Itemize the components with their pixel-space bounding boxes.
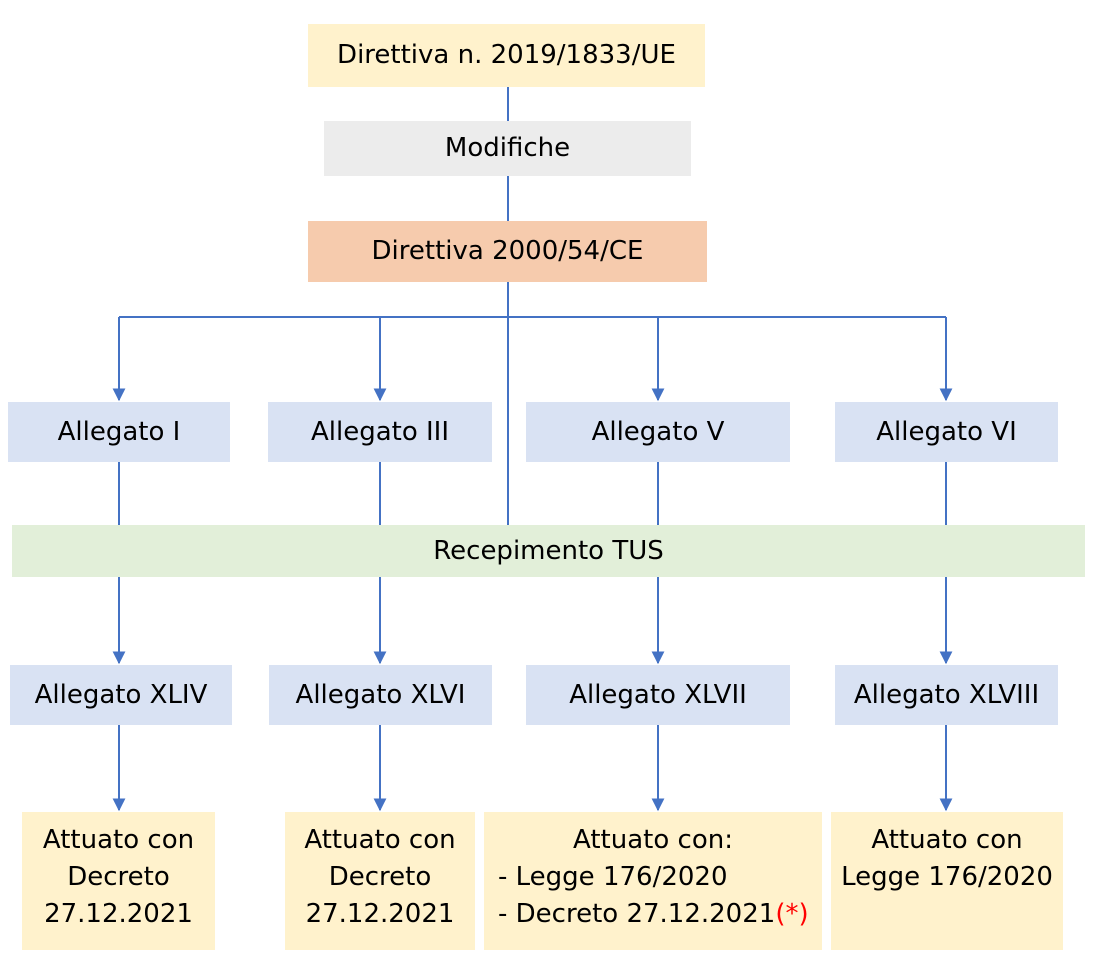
outcome-line: Attuato con [42, 825, 195, 855]
band-recepimento-tus: Recepimento TUS [12, 525, 1085, 577]
outcome-item-text: - Decreto 27.12.2021 [498, 899, 776, 929]
node-allegato-xlviii: Allegato XLVIII [835, 665, 1058, 725]
node-label: Allegato XLIV [34, 679, 208, 710]
node-allegato-xliv: Allegato XLIV [10, 665, 232, 725]
node-allegato-v: Allegato V [526, 402, 790, 462]
outcome-line: Attuato con [871, 825, 1023, 855]
node-allegato-iii: Allegato III [268, 402, 492, 462]
outcome-heading: Attuato con: [573, 825, 733, 855]
outcome-item: - Decreto 27.12.2021(*) [484, 896, 809, 933]
node-allegato-xlvi: Allegato XLVI [269, 665, 492, 725]
node-label: Allegato VI [876, 416, 1017, 447]
node-label: Modifiche [444, 133, 571, 164]
outcome-line: Attuato con [304, 825, 456, 855]
node-attuato-decreto-2: Attuato con Decreto 27.12.2021 [285, 812, 475, 950]
node-label: Allegato I [57, 416, 181, 447]
node-attuato-decreto-1: Attuato con Decreto 27.12.2021 [22, 812, 215, 950]
node-allegato-vi: Allegato VI [835, 402, 1058, 462]
node-label: Allegato XLVII [569, 679, 747, 710]
node-label: Allegato III [310, 416, 450, 447]
node-label: Allegato XLVIII [853, 679, 1040, 710]
node-direttiva-2019-1833-ue: Direttiva n. 2019/1833/UE [308, 24, 705, 87]
node-direttiva-2000-54-ce: Direttiva 2000/54/CE [308, 221, 707, 282]
node-allegato-i: Allegato I [8, 402, 230, 462]
outcome-line: Decreto [328, 862, 432, 892]
footnote-asterisk: (*) [775, 899, 809, 929]
node-label: Direttiva n. 2019/1833/UE [337, 40, 676, 71]
outcome-item: - Legge 176/2020 [498, 862, 728, 892]
outcome-line: 27.12.2021 [305, 899, 455, 929]
node-modifiche: Modifiche [324, 121, 691, 176]
outcome-line: Decreto [67, 862, 170, 892]
node-attuato-legge: Attuato con Legge 176/2020 [831, 812, 1063, 950]
node-label: Allegato V [591, 416, 725, 447]
node-label: Allegato XLVI [295, 679, 466, 710]
node-allegato-xlvii: Allegato XLVII [526, 665, 790, 725]
band-label: Recepimento TUS [433, 535, 664, 566]
outcome-line: 27.12.2021 [44, 899, 193, 929]
node-attuato-legge-decreto: Attuato con: - Legge 176/2020 - Decreto … [484, 812, 822, 950]
outcome-line: Legge 176/2020 [841, 862, 1053, 892]
node-label: Direttiva 2000/54/CE [371, 236, 644, 267]
